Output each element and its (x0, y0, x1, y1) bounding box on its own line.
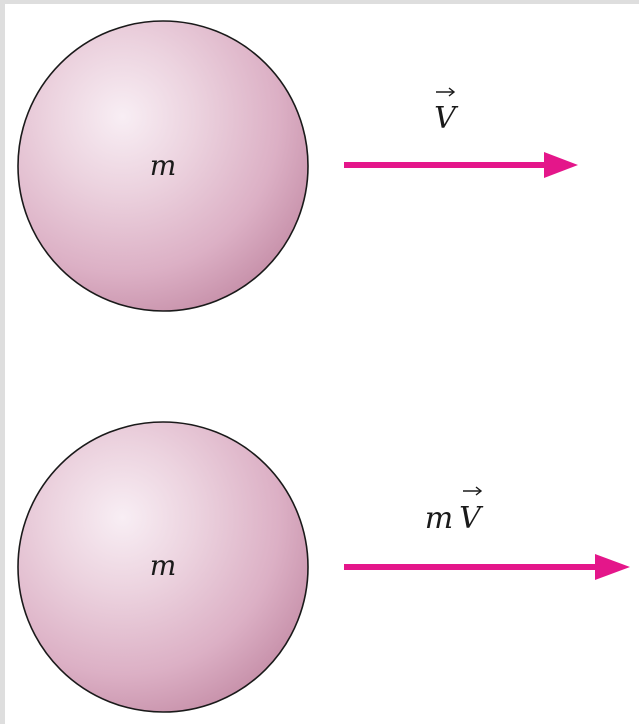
top-vector-label-group: V (434, 88, 459, 136)
top-arrow-head (544, 152, 578, 178)
bottom-mass-label: m (150, 549, 177, 582)
top-vector-label: V (434, 101, 459, 136)
bottom-momentum-label-group: m V (425, 487, 484, 536)
bottom-vector-coefficient: m (425, 501, 453, 536)
bottom-vector-label: V (459, 501, 484, 536)
diagram-canvas: m V m m V (5, 4, 639, 724)
momentum-diagram: m V m m V (5, 4, 639, 724)
bottom-panel: m m V (18, 422, 630, 712)
top-velocity-arrow (344, 152, 578, 178)
bottom-momentum-arrow (344, 554, 630, 580)
bottom-arrow-head (595, 554, 630, 580)
top-panel: m V (18, 21, 578, 311)
top-mass-label: m (150, 149, 177, 182)
